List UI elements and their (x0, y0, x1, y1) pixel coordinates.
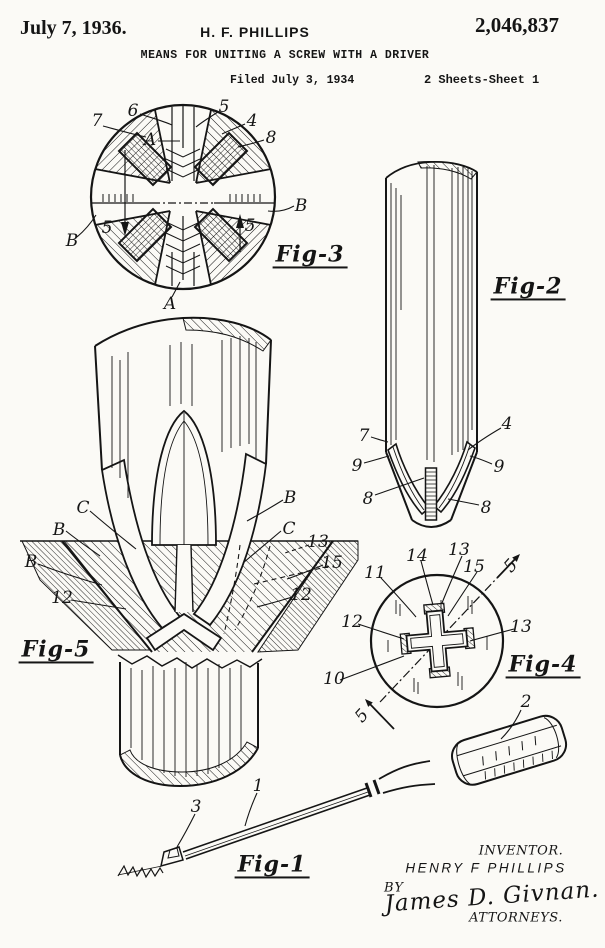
patent-title: MEANS FOR UNITING A SCREW WITH A DRIVER (140, 49, 430, 62)
fig4-ref-15: 15 (463, 557, 485, 577)
fig4-ref-10: 10 (323, 669, 345, 689)
fig1-drawing (117, 709, 568, 879)
fig5-drawing (20, 316, 359, 788)
fig3-ref-b-left: B (65, 231, 79, 251)
fig2-drawing (363, 160, 502, 528)
inventor-name: HENRY F PHILLIPS (405, 860, 567, 876)
fig3-ref-5-section-right: 5 (244, 216, 256, 236)
fig4-ref-11: 11 (364, 563, 386, 583)
fig1-ref-2: 2 (520, 692, 532, 712)
fig3-ref-5: 5 (218, 97, 230, 117)
inventor-header: H. F. PHILLIPS (200, 24, 310, 40)
fig3-ref-a-top: A (143, 130, 157, 150)
fig2-ref-8-left: 8 (362, 489, 374, 509)
fig3-drawing (76, 103, 295, 298)
fig5-ref-12-right: 12 (290, 585, 312, 605)
fig2-ref-8-right: 8 (480, 498, 492, 518)
fig4-ref-12: 12 (341, 612, 363, 632)
fig4-drawing (339, 554, 520, 730)
fig1-ref-3: 3 (190, 797, 202, 817)
fig2-ref-9-left: 9 (351, 456, 363, 476)
sheet-info: 2 Sheets-Sheet 1 (424, 73, 540, 87)
attorneys-caption: ATTORNEYS. (469, 910, 563, 926)
fig4-ref-13-right: 13 (510, 617, 532, 637)
fig3-label: Fig-3 (272, 243, 348, 269)
fig3-ref-5-section-left: 5 (101, 218, 113, 238)
fig3-ref-8: 8 (265, 128, 277, 148)
fig5-ref-c-left: C (76, 498, 90, 518)
fig3-ref-b-right: B (294, 196, 308, 216)
fig5-ref-b-right: B (283, 488, 297, 508)
fig1-label: Fig-1 (234, 853, 310, 879)
fig3-ref-a-bottom: A (163, 294, 177, 314)
fig2-ref-4: 4 (501, 414, 513, 434)
patent-number: 2,046,837 (475, 13, 559, 37)
fig2-label: Fig-2 (490, 275, 566, 301)
fig4-label: Fig-4 (505, 653, 581, 679)
fig5-ref-13: 13 (307, 532, 329, 552)
fig5-ref-b-left: B (52, 520, 66, 540)
patent-date: July 7, 1936. (20, 17, 127, 39)
fig5-ref-b-far-left: B (24, 552, 38, 572)
filed-date: Filed July 3, 1934 (230, 74, 355, 87)
fig5-ref-12-left: 12 (51, 588, 73, 608)
fig4-ref-13-top: 13 (448, 540, 470, 560)
fig2-ref-7: 7 (358, 426, 370, 446)
fig3-ref-6: 6 (127, 101, 139, 121)
fig3-ref-7: 7 (91, 111, 103, 131)
fig4-ref-14: 14 (406, 546, 428, 566)
fig5-ref-c-right: C (282, 519, 296, 539)
inventor-caption: INVENTOR. (478, 843, 564, 859)
fig2-ref-9-right: 9 (493, 457, 505, 477)
fig5-label: Fig-5 (18, 638, 94, 664)
fig5-ref-15: 15 (321, 553, 343, 573)
by-label: BY (384, 880, 404, 896)
fig1-ref-1: 1 (252, 776, 264, 796)
fig3-ref-4: 4 (246, 111, 258, 131)
